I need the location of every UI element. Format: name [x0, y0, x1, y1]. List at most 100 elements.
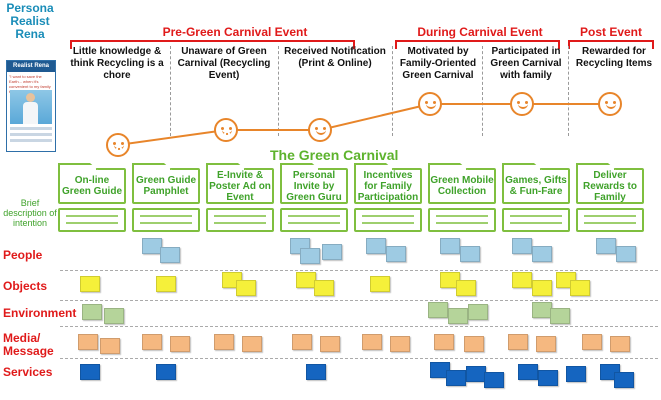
smiley-face-icon — [418, 92, 442, 116]
intention-box — [576, 208, 644, 232]
sticky-note-icon — [370, 276, 390, 292]
brief-description-label: Brief description of intention — [3, 198, 57, 228]
sticky-note-icon — [100, 338, 120, 354]
sticky-note-icon — [570, 280, 590, 296]
poster-name: Realist Rena — [7, 61, 55, 72]
sticky-note-icon — [466, 366, 486, 382]
sticky-note-icon — [320, 336, 340, 352]
sticky-note-icon — [390, 336, 410, 352]
touchpoint-label: Incentives for Family Participation — [357, 169, 419, 203]
sticky-note-icon — [80, 364, 100, 380]
smiley-face-icon — [308, 118, 332, 142]
stage-divider — [568, 46, 569, 136]
sticky-note-icon — [142, 334, 162, 350]
sticky-note-icon — [468, 304, 488, 320]
sticky-note-icon — [428, 302, 448, 318]
sticky-note-icon — [440, 238, 460, 254]
phase-label-pre: Pre-Green Carnival Event — [162, 25, 308, 39]
smiley-face-icon — [510, 92, 534, 116]
sticky-note-icon — [464, 336, 484, 352]
row-separator — [60, 358, 658, 359]
sticky-note-icon — [434, 334, 454, 350]
sticky-note-icon — [616, 246, 636, 262]
intention-box — [206, 208, 274, 232]
sticky-note-icon — [532, 246, 552, 262]
stage-text: Motivated by Family-Oriented Green Carni… — [399, 46, 477, 81]
touchpoint-label: E-Invite & Poster Ad on Event — [209, 169, 271, 203]
stage-divider — [392, 46, 393, 136]
sticky-note-icon — [536, 336, 556, 352]
phase-label-during: During Carnival Event — [417, 25, 543, 39]
row-separator — [60, 300, 658, 301]
touchpoint-label: Deliver Rewards to Family — [583, 169, 637, 203]
touchpoint-box: Deliver Rewards to Family — [576, 163, 644, 204]
sticky-note-icon — [610, 336, 630, 352]
sticky-note-icon — [82, 304, 102, 320]
sticky-note-icon — [314, 280, 334, 296]
stage-text: Rewarded for Recycling Items — [575, 46, 653, 69]
row-label-media: Media/ Message — [3, 331, 54, 358]
smiley-face-icon — [598, 92, 622, 116]
touchpoint-box: On-line Green Guide — [58, 163, 126, 204]
sticky-note-icon — [236, 280, 256, 296]
sticky-note-icon — [550, 308, 570, 324]
touchpoint-box: Incentives for Family Participation — [354, 163, 422, 204]
sticky-note-icon — [292, 334, 312, 350]
sticky-note-icon — [614, 372, 634, 388]
sticky-note-icon — [300, 248, 320, 264]
phase-bracket-during — [395, 40, 560, 49]
intention-box — [502, 208, 570, 232]
sticky-note-icon — [512, 238, 532, 254]
intention-box — [58, 208, 126, 232]
sticky-note-icon — [78, 334, 98, 350]
sticky-note-icon — [582, 334, 602, 350]
sticky-note-icon — [456, 280, 476, 296]
stage-text: Received Notification (Print & Online) — [284, 46, 386, 69]
touchpoint-box: Personal Invite by Green Guru — [280, 163, 348, 204]
sticky-note-icon — [596, 238, 616, 254]
emotion-journey-line — [117, 103, 610, 146]
smiley-face-icon — [214, 118, 238, 142]
sticky-note-icon — [508, 334, 528, 350]
phase-label-post: Post Event — [579, 25, 642, 39]
persona-title: Persona Realist Rena — [6, 1, 54, 41]
journey-title: The Green Carnival — [270, 147, 399, 163]
intention-box — [354, 208, 422, 232]
intention-box — [132, 208, 200, 232]
row-label-people: People — [3, 248, 43, 262]
sticky-note-icon — [242, 336, 262, 352]
sticky-note-icon — [518, 364, 538, 380]
sticky-note-icon — [296, 272, 316, 288]
sticky-note-icon — [366, 238, 386, 254]
row-label-services: Services — [3, 365, 53, 379]
sticky-note-icon — [532, 280, 552, 296]
stage-divider — [482, 46, 483, 136]
stage-divider — [278, 46, 279, 136]
stage-text: Unaware of Green Carnival (Recycling Eve… — [177, 46, 271, 81]
touchpoint-label: Personal Invite by Green Guru — [286, 169, 342, 203]
row-separator — [60, 270, 658, 271]
row-separator — [60, 326, 658, 327]
sticky-note-icon — [460, 246, 480, 262]
sticky-note-icon — [214, 334, 234, 350]
sticky-note-icon — [566, 366, 586, 382]
stage-text: Participated in Green Carnival with fami… — [490, 46, 562, 81]
sticky-note-icon — [532, 302, 552, 318]
touchpoint-box: Green Guide Pamphlet — [132, 163, 200, 204]
sticky-note-icon — [160, 247, 180, 263]
row-label-environment: Environment — [3, 306, 77, 320]
sticky-note-icon — [512, 272, 532, 288]
sticky-note-icon — [446, 370, 466, 386]
persona-poster: Realist Rena "I want to save the Earth..… — [6, 60, 56, 152]
sticky-note-icon — [306, 364, 326, 380]
sticky-note-icon — [484, 372, 504, 388]
touchpoint-label: Green Mobile Collection — [430, 175, 494, 197]
touchpoint-label: Green Guide Pamphlet — [135, 175, 196, 197]
row-label-objects: Objects — [3, 279, 48, 293]
sticky-note-icon — [386, 246, 406, 262]
persona-photo — [10, 90, 52, 124]
sticky-note-icon — [156, 364, 176, 380]
sticky-note-icon — [538, 370, 558, 386]
sticky-note-icon — [142, 238, 162, 254]
stage-divider — [170, 46, 171, 136]
